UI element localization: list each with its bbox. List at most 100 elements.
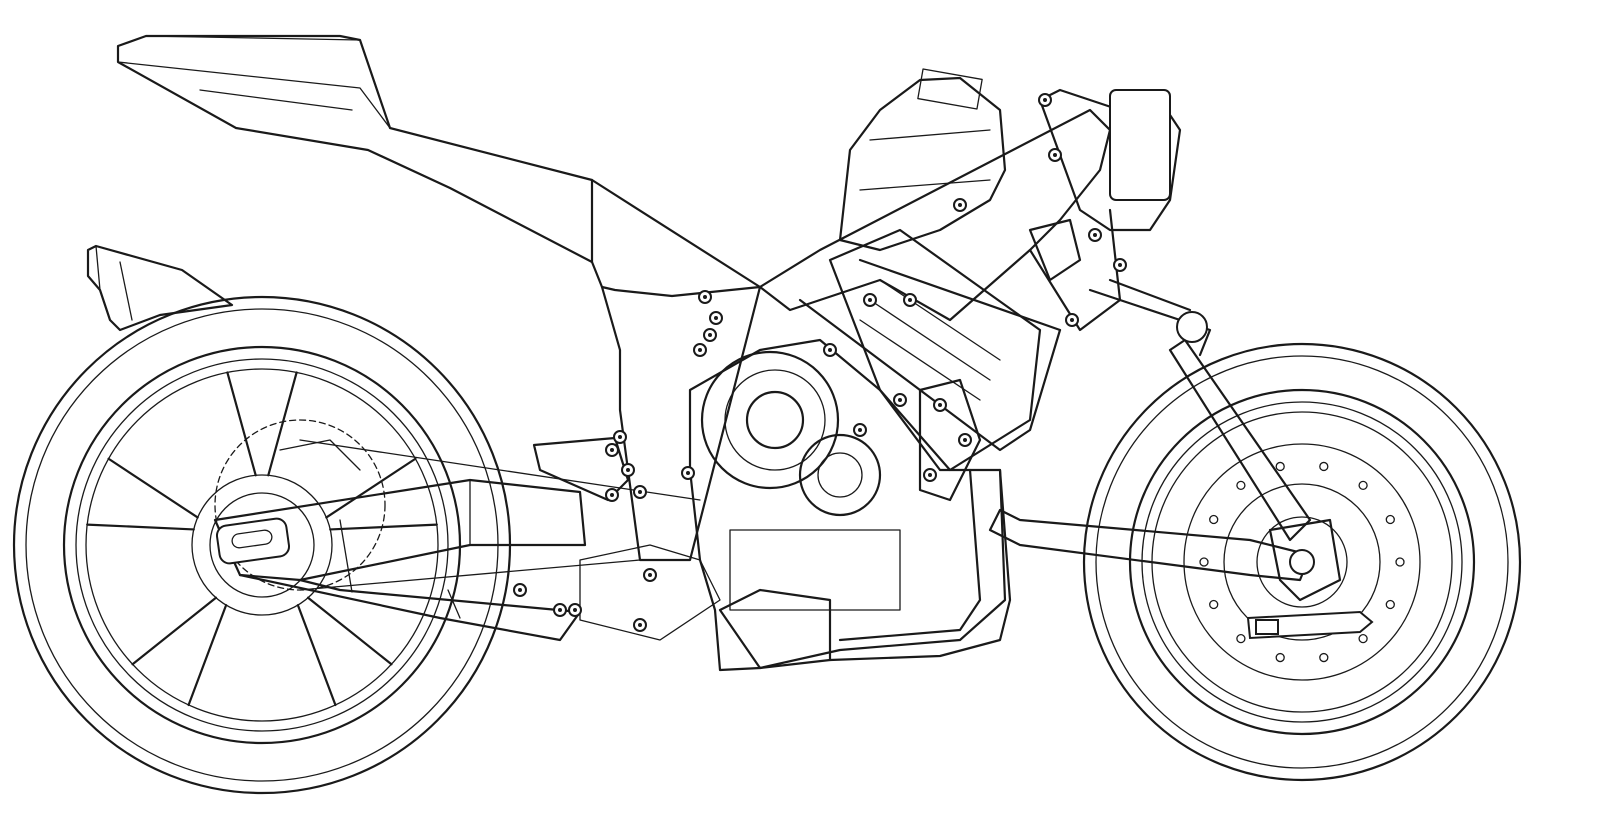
bolt-center [558, 608, 562, 612]
bolt-center [928, 473, 932, 477]
steering-head [1109, 89, 1171, 201]
seat-seam [199, 89, 353, 111]
disc-hole [1236, 480, 1246, 491]
bolt-center [898, 398, 902, 402]
bolt-center [610, 493, 614, 497]
engine-mount-plate [1028, 218, 1082, 282]
rear-spoke [226, 371, 257, 477]
airbox-seam-2 [859, 179, 991, 191]
frame-down-tube [798, 298, 1062, 452]
tail-top-edge [145, 35, 361, 41]
fork-upright [1168, 338, 1312, 542]
subframe-panel [600, 285, 762, 562]
bolt-center [573, 608, 577, 612]
rear-axle-slot [231, 529, 273, 549]
bolt-center [714, 316, 718, 320]
steering-head-plate [1038, 88, 1182, 232]
bolt-center [828, 348, 832, 352]
front-upright [1268, 518, 1342, 602]
swingarm-rib-3 [447, 589, 461, 619]
alternator-cover [798, 433, 882, 517]
frame [758, 88, 1182, 502]
rear-spoke [306, 596, 393, 666]
rear-engine-mount [918, 378, 982, 502]
cylinder-fin-3 [859, 319, 981, 401]
rear-spoke [86, 523, 195, 531]
bolt-center [1053, 153, 1057, 157]
bolt-center [708, 333, 712, 337]
frame-upper-tube [758, 108, 1112, 322]
bolt-center [938, 403, 942, 407]
front-suspension [988, 278, 1342, 602]
exhaust [86, 244, 234, 332]
cylinder-fin-1 [879, 279, 1001, 361]
gearbox-housing [729, 529, 901, 611]
rear-rim-inner [75, 358, 449, 732]
rear-rim-lip [85, 368, 439, 722]
bolt-center [908, 298, 912, 302]
clutch-cover [700, 350, 840, 490]
disc-hole [1275, 461, 1285, 472]
front-rim-outer [1128, 388, 1476, 736]
swingarm [213, 436, 701, 642]
exhaust-headers [579, 468, 1012, 662]
bolt-center [518, 588, 522, 592]
bolt-center [618, 435, 622, 439]
drive-chain-bottom [299, 559, 641, 591]
rear-spoke [325, 457, 417, 519]
rear-hub-inner [209, 492, 315, 598]
swingarm-rib-1 [339, 519, 353, 593]
front-brake-disc [1183, 443, 1421, 681]
disc-hole [1319, 461, 1329, 472]
seat-edge [117, 61, 391, 129]
oil-sump [718, 588, 832, 670]
bolt-center [963, 438, 967, 442]
upper-pivot [1176, 311, 1208, 343]
front-hub [1256, 516, 1348, 608]
tail-section [116, 34, 762, 562]
bolt-center [868, 298, 872, 302]
bolt-center [703, 295, 707, 299]
bolt-center [858, 428, 862, 432]
bolts [513, 93, 1127, 632]
disc-hole [1358, 633, 1368, 644]
rear-axle-adjuster [215, 517, 291, 565]
exhaust-muffler [86, 244, 234, 332]
disc-hole [1199, 557, 1209, 567]
front-tire-outer [1082, 342, 1522, 782]
tail-fairing [116, 34, 762, 298]
disc-hole [1385, 599, 1395, 610]
rear-rim-outer [62, 345, 462, 745]
bolt-center [1118, 263, 1122, 267]
disc-hole [1395, 557, 1405, 567]
frame-cross-tube [858, 258, 1062, 332]
cylinder-fin-2 [869, 299, 991, 381]
rear-spoke [131, 596, 218, 666]
disc-hole [1236, 633, 1246, 644]
clutch-hub [745, 390, 805, 450]
disc-hole [1209, 599, 1219, 610]
bolt-center [1070, 318, 1074, 322]
bolt-center [610, 448, 614, 452]
header-pipe-front [828, 468, 1012, 662]
lower-wishbone [988, 508, 1312, 582]
header-pipe-rear [838, 468, 982, 642]
bolt-center [648, 573, 652, 577]
cylinder-block [828, 228, 1042, 472]
bolt-center [626, 468, 630, 472]
engine [688, 68, 1042, 672]
linkage-bracket [532, 436, 630, 502]
bolt-center [686, 471, 690, 475]
front-axle [1289, 549, 1315, 575]
exhaust-muffler-seam [119, 261, 133, 321]
frame-front-truss [1028, 208, 1122, 332]
airbox-seam-1 [869, 129, 991, 141]
bolt-center [638, 623, 642, 627]
swingarm-lower-arm [238, 573, 582, 642]
front-brake-disc-inner [1223, 483, 1381, 641]
rear-spoke [329, 523, 438, 531]
rear-wheel [12, 295, 512, 795]
disc-hole [1275, 652, 1285, 663]
